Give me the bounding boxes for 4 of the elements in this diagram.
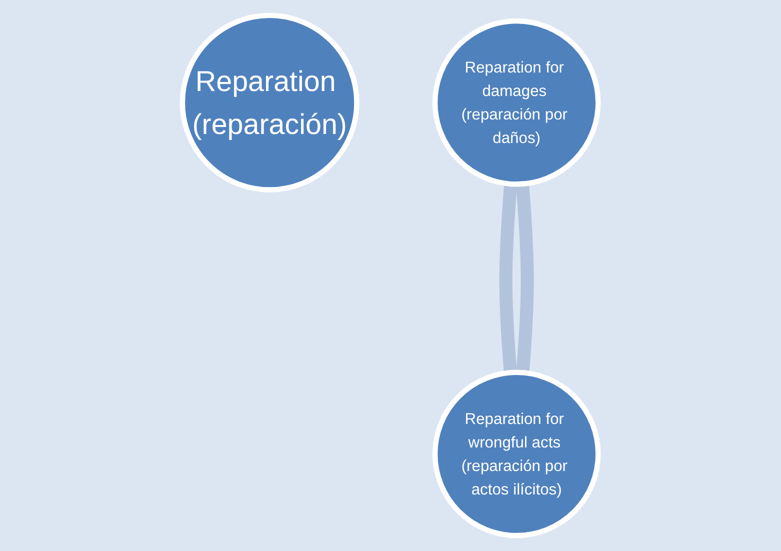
node-circle: Reparation for wrongful acts (reparación por actos ilícitos): [432, 370, 601, 538]
connector: [500, 183, 518, 374]
node-circle: Reparation (reparación): [180, 12, 360, 192]
node-circle: Reparation for damages (reparación por daños): [432, 18, 601, 187]
